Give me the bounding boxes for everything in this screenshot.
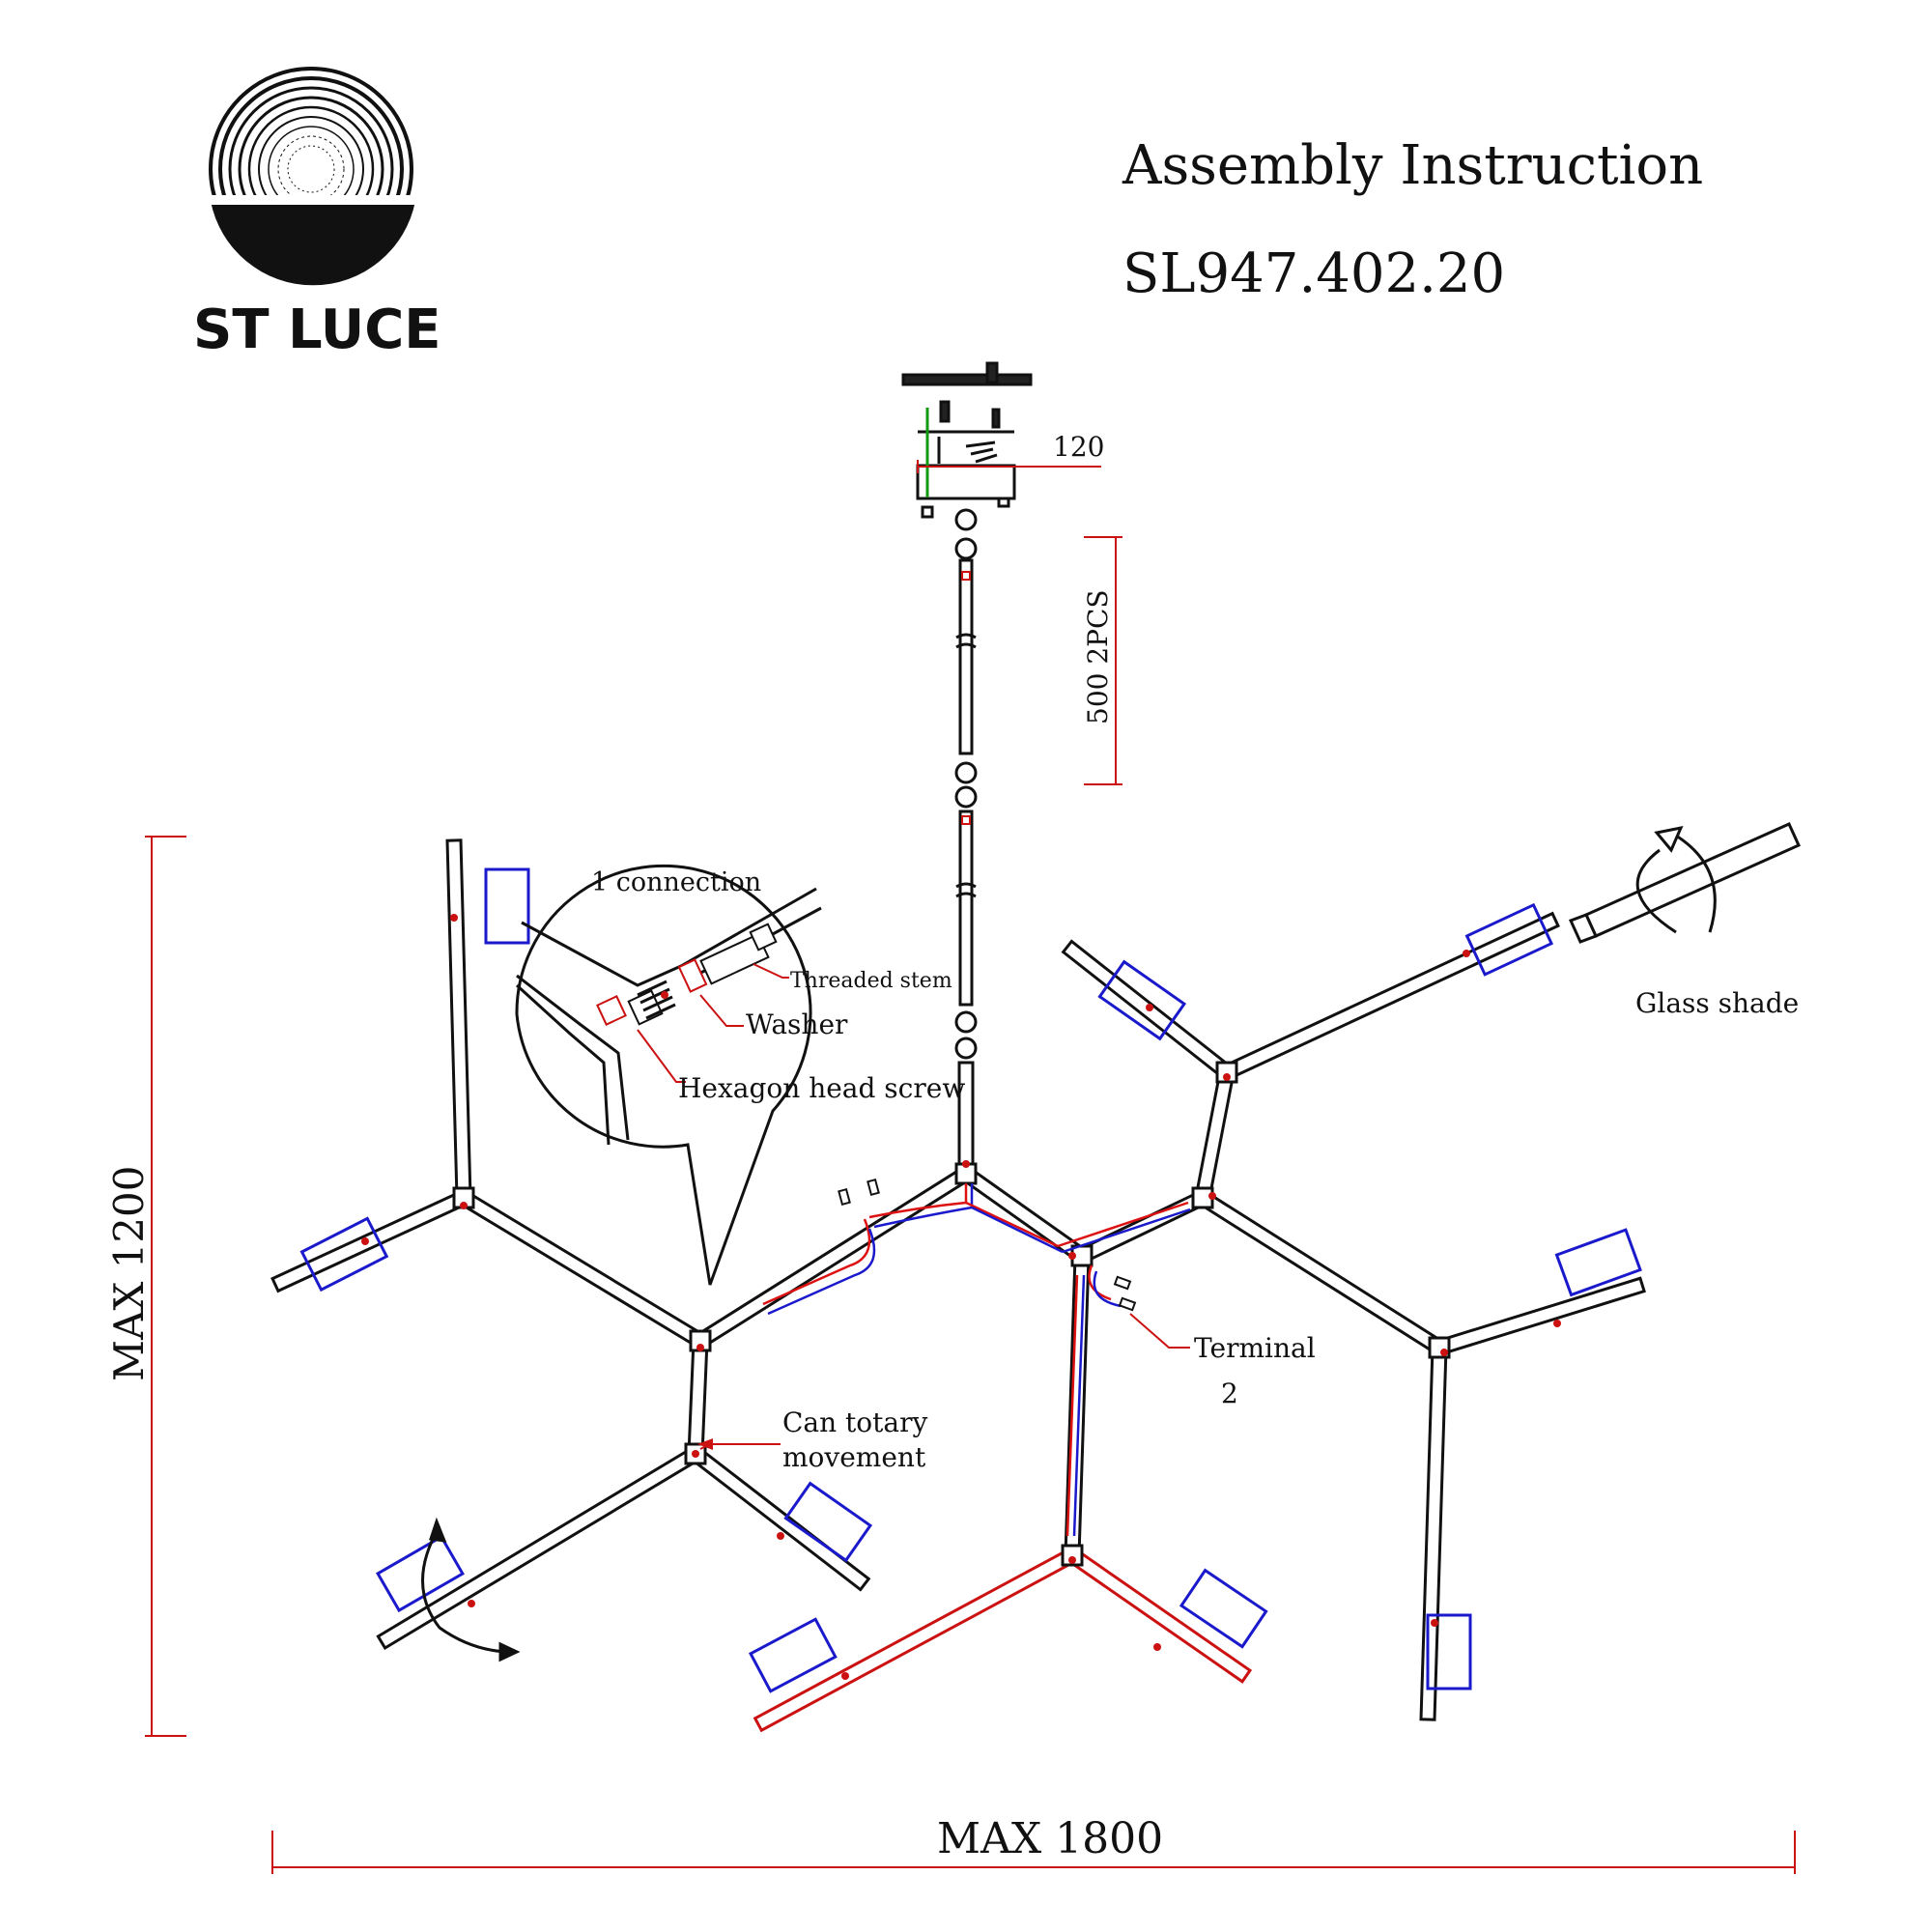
- glass-shade-outline: [1554, 1228, 1642, 1297]
- ceiling-canopy: [901, 361, 1033, 519]
- frame-arm: [1197, 1190, 1445, 1355]
- screw-marker: [1431, 1619, 1438, 1627]
- max-width-label: MAX 1800: [937, 1814, 1163, 1863]
- glass-shade-detached: [1568, 822, 1801, 944]
- frame-arm-tip: [1222, 911, 1560, 1081]
- screw-marker: [1068, 1556, 1076, 1564]
- canopy-width-dimension: [917, 460, 1101, 473]
- page-title: Assembly Instruction: [1122, 134, 1703, 197]
- rotation-arrow: [421, 1517, 521, 1662]
- screw-marker: [450, 914, 458, 922]
- terminal-count: 2: [1221, 1378, 1238, 1409]
- frame-arm-tip: [376, 1445, 701, 1651]
- callout-title: 1 connection: [591, 867, 761, 897]
- screw-marker: [1440, 1349, 1448, 1356]
- frame-arm-tip: [1419, 1346, 1448, 1721]
- wiring: [762, 1183, 1191, 1537]
- frame-arm-tip: [1065, 1548, 1253, 1684]
- glass-shade-outline: [1426, 1613, 1472, 1690]
- rod-length-dimension: [1084, 536, 1122, 785]
- screw-marker: [460, 1202, 468, 1209]
- brand-logo: ST LUCE: [193, 67, 441, 361]
- glass-shade-outline: [299, 1216, 389, 1293]
- glass-shade-outline: [1097, 959, 1187, 1041]
- terminal-label: Terminal: [1194, 1332, 1316, 1364]
- frame-arm-tip: [445, 838, 472, 1200]
- frame-arm-tip: [270, 1189, 469, 1293]
- screw-marker: [361, 1237, 369, 1245]
- frame-arm: [687, 1339, 709, 1456]
- glass-shade-outline: [484, 867, 530, 945]
- terminal-connectors: [838, 1178, 1137, 1312]
- hexagon-screw-label: Hexagon head screw: [678, 1072, 965, 1104]
- canopy-width-label: 120: [1053, 431, 1104, 463]
- screw-marker: [841, 1672, 849, 1680]
- screw-marker: [692, 1450, 699, 1458]
- terminal-annotation: Terminal 2: [1129, 1313, 1316, 1409]
- glass-shade-outline: [1179, 1568, 1268, 1649]
- screw-marker: [468, 1600, 475, 1607]
- glass-shade-outline: [1464, 902, 1554, 977]
- washer-label: Washer: [746, 1009, 848, 1040]
- max-height-dimension: [145, 836, 186, 1737]
- chandelier-frame: [270, 838, 1646, 1733]
- rotation-label-line2: movement: [782, 1441, 926, 1473]
- rotation-annotation: Can totary movement: [697, 1406, 927, 1473]
- screw-marker: [962, 1160, 970, 1168]
- glass-shade-outline: [783, 1481, 873, 1563]
- brand-name: ST LUCE: [193, 298, 441, 361]
- screw-marker: [777, 1532, 784, 1540]
- glass-shade-outline: [376, 1534, 465, 1613]
- frame-arm-tip: [753, 1547, 1078, 1733]
- glass-shade-outline: [749, 1617, 838, 1693]
- suspension-rod: [954, 508, 978, 1060]
- screw-marker: [696, 1344, 704, 1351]
- model-number: SL947.402.20: [1122, 242, 1505, 305]
- connection-detail-callout: 1 connection Threaded stem Washer Hexago…: [515, 864, 965, 1286]
- max-height-label: MAX 1200: [105, 1166, 153, 1381]
- joint-block: [1215, 1061, 1238, 1084]
- screw-marker: [1146, 1004, 1153, 1011]
- frame-arm-tip: [1435, 1276, 1646, 1356]
- screw-marker: [1553, 1320, 1561, 1327]
- rod-length-label: 500 2PCS: [1082, 589, 1114, 724]
- screw-marker: [1068, 1252, 1076, 1260]
- joint-block: [1061, 1544, 1084, 1567]
- rotation-label-line1: Can totary: [782, 1406, 927, 1438]
- frame-arm: [959, 1166, 1089, 1264]
- screw-marker: [1223, 1073, 1231, 1081]
- screw-marker: [1153, 1643, 1161, 1651]
- screw-marker: [1208, 1192, 1216, 1200]
- threaded-stem-label: Threaded stem: [790, 969, 952, 993]
- frame-arm: [458, 1189, 706, 1350]
- screw-marker: [1463, 950, 1470, 957]
- frame-arm: [1194, 1068, 1236, 1202]
- max-width-dimension: [271, 1831, 1796, 1874]
- glass-shade-label: Glass shade: [1635, 987, 1799, 1019]
